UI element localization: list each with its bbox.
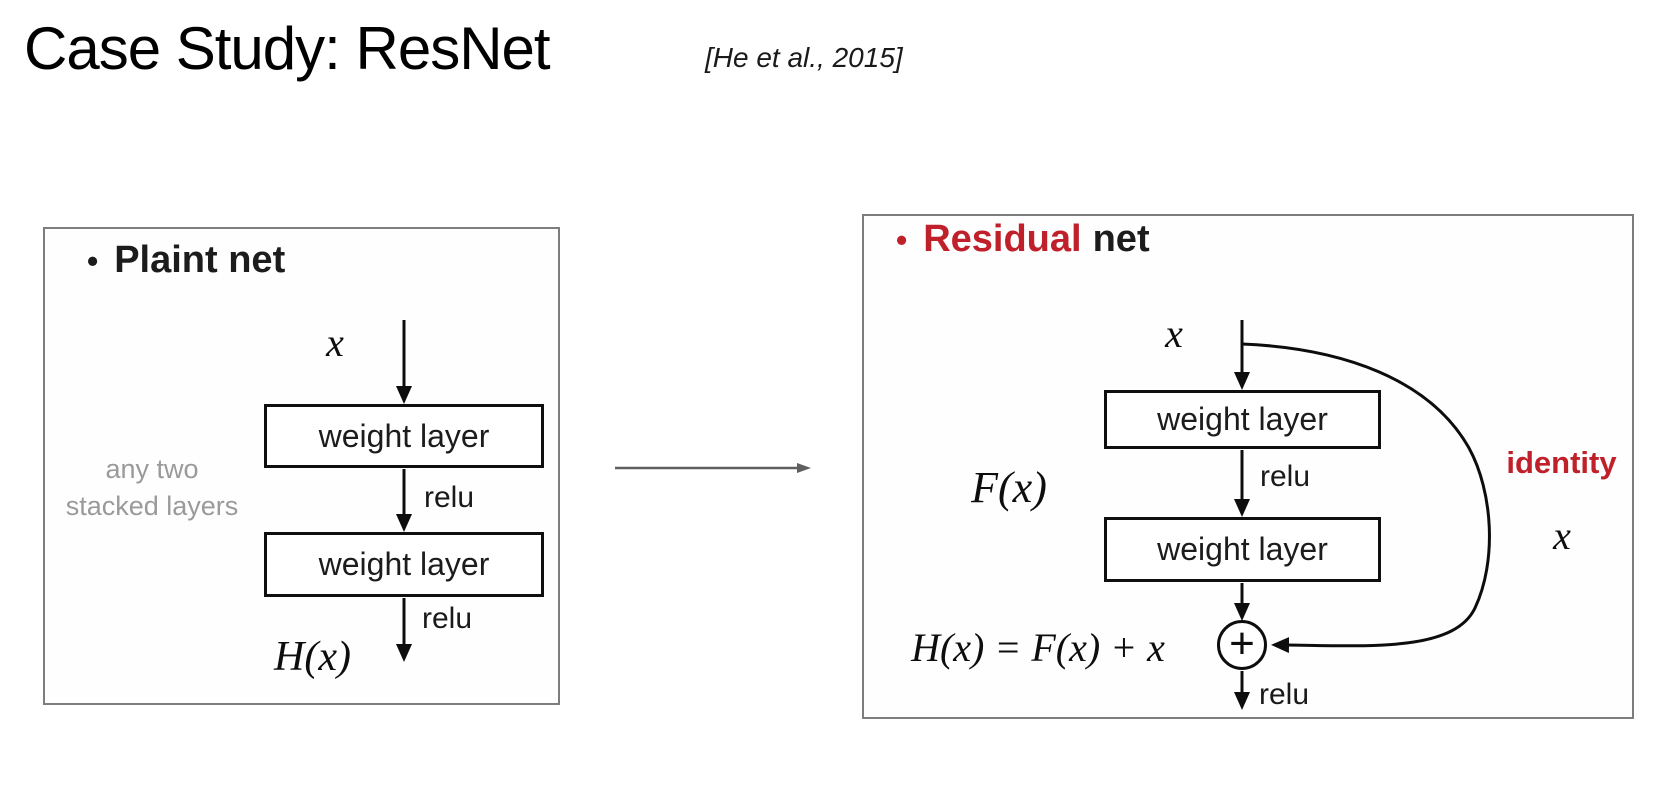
identity-skip-curve <box>1241 342 1491 654</box>
bullet-icon: • <box>87 243 99 279</box>
residual-formula: H(x) = F(x) + x <box>911 625 1165 670</box>
output-label-hx: H(x) <box>274 634 351 680</box>
side-note-line1: any two <box>105 454 199 484</box>
weight-layer-box-2: weight layer <box>1104 517 1381 582</box>
citation: [He et al., 2015] <box>705 42 903 73</box>
relu-label-2: relu <box>422 602 473 635</box>
page-title: Case Study: ResNet <box>24 15 551 82</box>
weight-layer-box-1: weight layer <box>1104 390 1381 449</box>
weight-layer-label: weight layer <box>318 546 490 582</box>
weight-layer-box-1: weight layer <box>264 404 544 468</box>
weight-layer-label: weight layer <box>1157 531 1328 567</box>
identity-label: identity <box>1506 445 1617 480</box>
identity-x-label: x <box>1553 513 1571 558</box>
plus-icon: + <box>1229 618 1255 668</box>
residual-net-arrows <box>1234 320 1491 710</box>
add-node: + <box>1217 620 1267 670</box>
weight-layer-box-2: weight layer <box>264 532 544 597</box>
transform-arrow-icon <box>615 463 811 473</box>
plain-net-heading: • Plaint net <box>87 239 285 282</box>
bullet-icon: • <box>896 222 908 258</box>
weight-layer-label: weight layer <box>318 417 490 454</box>
residual-heading-accent: Residual <box>923 218 1082 260</box>
fx-label: F(x) <box>971 463 1047 512</box>
weight-layer-label: weight layer <box>1157 401 1328 437</box>
relu-label-1: relu <box>1260 460 1311 493</box>
plain-net-arrows <box>396 320 412 662</box>
plain-net-panel: • Plaint net any two stacked layers x we… <box>43 227 560 705</box>
residual-net-panel: • Residual net x weight layer relu F(x) … <box>862 214 1634 719</box>
side-note: any two stacked layers <box>63 451 241 525</box>
input-label-x: x <box>326 320 344 365</box>
residual-net-heading: • Residual net <box>896 218 1150 261</box>
relu-label-2: relu <box>1259 678 1310 711</box>
side-note-line2: stacked layers <box>65 491 239 521</box>
plain-net-heading-label: Plaint net <box>114 239 286 281</box>
input-label-x: x <box>1165 311 1183 356</box>
relu-label-1: relu <box>424 481 475 514</box>
residual-heading-rest: net <box>1092 218 1150 260</box>
